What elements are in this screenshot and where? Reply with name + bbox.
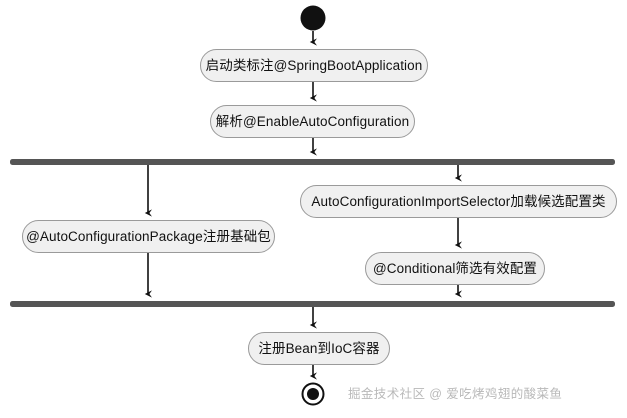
edges-group: [144, 31, 463, 380]
activity-node-label: AutoConfigurationImportSelector加载候选配置类: [311, 193, 606, 209]
start-node: [300, 5, 326, 31]
activity-node-n2[interactable]: 解析@EnableAutoConfiguration: [210, 105, 415, 138]
end-node-ring: [301, 382, 325, 406]
end-node-core: [307, 388, 319, 400]
activity-node-label: 解析@EnableAutoConfiguration: [215, 113, 410, 129]
activity-node-n1[interactable]: 启动类标注@SpringBootApplication: [200, 49, 428, 82]
activity-node-n4[interactable]: @AutoConfigurationPackage注册基础包: [22, 220, 275, 253]
terminal-nodes-group: [300, 5, 326, 406]
join-bar: [10, 301, 615, 307]
activity-node-n6[interactable]: 注册Bean到IoC容器: [248, 332, 390, 365]
activity-node-label: 注册Bean到IoC容器: [258, 340, 380, 356]
watermark-text: 掘金技术社区 @ 爱吃烤鸡翅的酸菜鱼: [348, 387, 563, 401]
synchronization-bars-group: [10, 159, 615, 307]
activity-node-label: @AutoConfigurationPackage注册基础包: [26, 228, 271, 244]
fork-bar: [10, 159, 615, 165]
activity-node-n3[interactable]: AutoConfigurationImportSelector加载候选配置类: [300, 185, 617, 218]
activity-node-n5[interactable]: @Conditional筛选有效配置: [365, 252, 545, 285]
activity-node-label: 启动类标注@SpringBootApplication: [205, 57, 423, 73]
activity-node-label: @Conditional筛选有效配置: [372, 260, 538, 276]
